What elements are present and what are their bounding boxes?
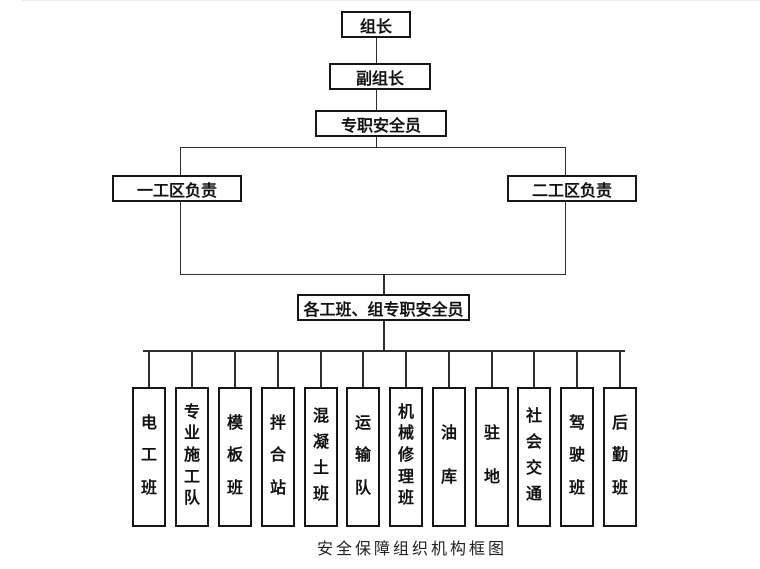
team-box-camp: 驻地: [475, 387, 509, 527]
team-box-transport: 运输队: [346, 387, 380, 527]
team-box-public-traffic: 社会交通: [517, 387, 551, 527]
connector-line: [383, 321, 385, 350]
team-box-label: 模板班: [226, 414, 243, 497]
team-box-label: 拌合站: [269, 414, 286, 497]
connector-line: [383, 275, 385, 294]
team-drop-line: [619, 350, 621, 387]
team-box-label: 专业施工队: [183, 403, 200, 508]
team-box-electrician: 电工班: [132, 387, 166, 527]
page-edge-line: [22, 0, 760, 1]
team-box-concrete: 混凝土班: [304, 387, 338, 527]
team-box-label: 后勤班: [611, 414, 628, 497]
team-drop-line: [448, 350, 450, 387]
team-drop-line: [533, 350, 535, 387]
node-zone-two: 二工区负责: [507, 175, 637, 202]
node-safety-officer: 专职安全员: [315, 110, 447, 137]
team-drop-line: [234, 350, 236, 387]
team-box-label: 社会交通: [525, 408, 542, 503]
team-drop-line: [320, 350, 322, 387]
zone-loop-rectangle: [180, 147, 566, 275]
team-box-mixing-station: 拌合站: [261, 387, 295, 527]
team-box-oil-depot: 油库: [432, 387, 466, 527]
team-drop-line: [191, 350, 193, 387]
team-box-label: 运输队: [354, 414, 371, 497]
node-zone-one: 一工区负责: [112, 175, 242, 202]
team-drop-line: [405, 350, 407, 387]
node-deputy-group-leader: 副组长: [329, 63, 431, 90]
team-box-specialized-construction: 专业施工队: [175, 387, 209, 527]
team-drop-line: [148, 350, 150, 387]
team-box-label: 油库: [440, 425, 457, 486]
team-drop-line: [491, 350, 493, 387]
team-box-logistics: 后勤班: [603, 387, 637, 527]
team-box-drivers: 驾驶班: [560, 387, 594, 527]
team-drop-line: [277, 350, 279, 387]
team-box-machinery-repair: 机械修理班: [389, 387, 423, 527]
team-box-label: 驾驶班: [568, 414, 585, 497]
node-team-safety-officers: 各工班、组专职安全员: [297, 294, 470, 321]
connector-line: [375, 90, 377, 110]
team-drop-line: [576, 350, 578, 387]
team-box-label: 电工班: [140, 414, 157, 497]
team-box-label: 机械修理班: [397, 403, 414, 508]
connector-line: [375, 137, 377, 148]
diagram-caption: 安全保障组织机构框图: [316, 539, 508, 558]
node-group-leader: 组长: [341, 11, 411, 38]
team-box-label: 驻地: [483, 425, 500, 486]
connector-line: [375, 37, 377, 63]
team-box-label: 混凝土班: [312, 408, 329, 503]
team-drop-line: [362, 350, 364, 387]
team-box-formwork: 模板班: [218, 387, 252, 527]
distributor-line: [143, 350, 625, 352]
